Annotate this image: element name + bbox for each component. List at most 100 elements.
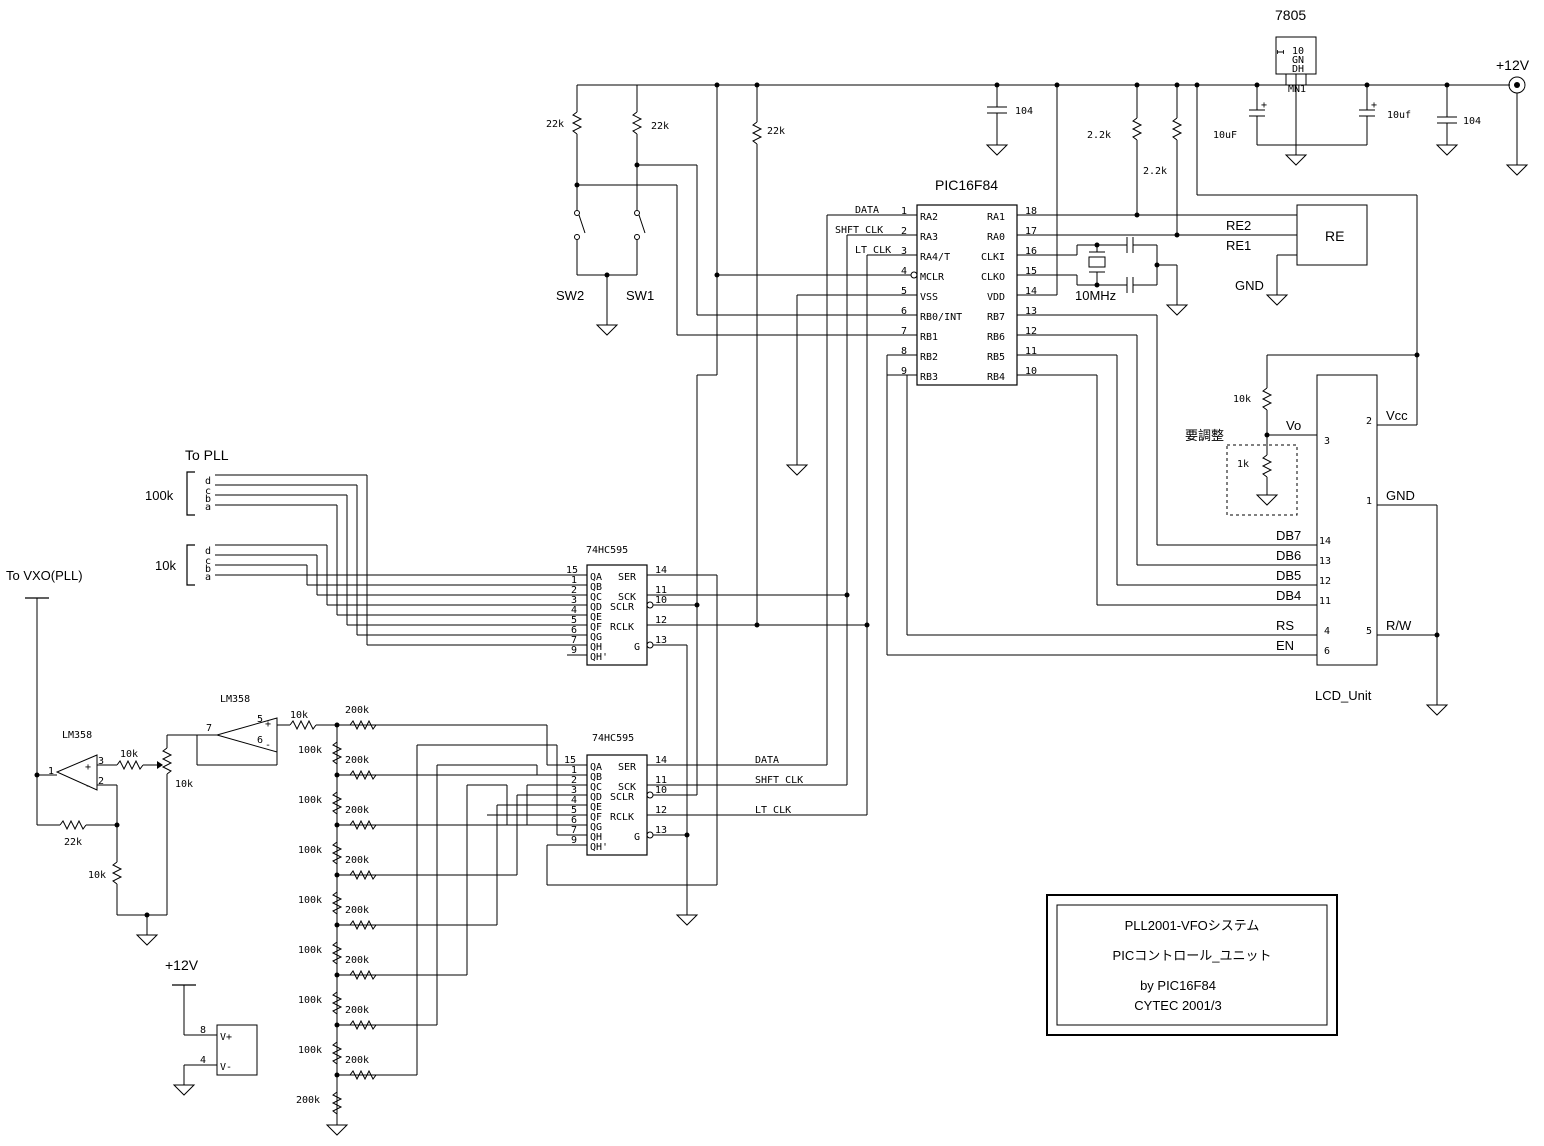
svg-text:QB: QB	[590, 772, 602, 783]
opamp-buffer: LM358 + - 5 6 7 10k	[167, 694, 337, 766]
svg-text:RE: RE	[1325, 228, 1344, 244]
svg-text:V+: V+	[220, 1032, 232, 1043]
crystal-10mhz: 10MHz	[1047, 237, 1189, 316]
title-line-3: by PIC16F84	[1140, 978, 1216, 993]
svg-text:a: a	[205, 572, 211, 583]
svg-text:10: 10	[655, 785, 667, 796]
svg-text:要調整: 要調整	[1185, 428, 1224, 443]
svg-text:4: 4	[1324, 626, 1330, 637]
svg-text:RE1: RE1	[1226, 238, 1251, 253]
svg-text:EN: EN	[1276, 638, 1294, 653]
svg-text:QG: QG	[590, 822, 602, 833]
svg-text:b: b	[205, 494, 211, 505]
svg-text:10: 10	[1025, 366, 1037, 377]
svg-text:8: 8	[901, 346, 907, 357]
svg-text:MN1: MN1	[1288, 84, 1306, 95]
svg-text:5: 5	[571, 805, 577, 816]
svg-text:100k: 100k	[298, 945, 322, 956]
svg-text:RCLK: RCLK	[610, 622, 634, 633]
svg-text:RB0/INT: RB0/INT	[920, 312, 962, 323]
svg-text:RB2: RB2	[920, 352, 938, 363]
svg-text:10MHz: 10MHz	[1075, 288, 1116, 303]
svg-text:200k: 200k	[345, 1005, 369, 1016]
svg-text:3: 3	[98, 756, 104, 767]
opamp-power: +12V V+ V- 8 4	[165, 957, 258, 1096]
svg-text:RB4: RB4	[987, 372, 1005, 383]
svg-text:12: 12	[1319, 576, 1331, 587]
svg-text:4: 4	[901, 266, 907, 277]
svg-text:V-: V-	[220, 1062, 232, 1073]
svg-text:SCK: SCK	[618, 592, 636, 603]
svg-text:QG: QG	[590, 632, 602, 643]
cap-10uf-right: + 10uf	[1359, 85, 1411, 145]
svg-text:7805: 7805	[1275, 7, 1306, 23]
svg-text:15: 15	[566, 565, 578, 576]
svg-text:LCD_Unit: LCD_Unit	[1315, 688, 1372, 703]
svg-text:QA: QA	[590, 762, 602, 773]
svg-text:5: 5	[257, 714, 263, 725]
svg-text:17: 17	[1025, 226, 1037, 237]
svg-text:6: 6	[571, 815, 577, 826]
svg-text:7: 7	[901, 326, 907, 337]
ground-icon	[985, 144, 1009, 156]
svg-text:18: 18	[1025, 206, 1037, 217]
svg-text:74HC595: 74HC595	[592, 733, 634, 744]
cap-104-right: 104	[1435, 85, 1481, 156]
svg-text:200k: 200k	[345, 955, 369, 966]
svg-text:c: c	[205, 486, 211, 497]
svg-text:100k: 100k	[298, 795, 322, 806]
svg-text:13: 13	[1319, 556, 1331, 567]
svg-text:1k: 1k	[1237, 459, 1249, 470]
svg-text:12: 12	[1025, 326, 1037, 337]
svg-text:200k: 200k	[345, 905, 369, 916]
supply-label: +12V	[1496, 57, 1530, 73]
svg-text:RA4/T: RA4/T	[920, 252, 950, 263]
svg-text:3: 3	[1324, 436, 1330, 447]
svg-text:SHFT_CLK: SHFT_CLK	[755, 775, 803, 786]
svg-text:GND: GND	[1386, 488, 1415, 503]
svg-text:13: 13	[655, 635, 667, 646]
rotary-encoder: RE RE2 RE1 GND	[1226, 204, 1368, 306]
svg-text:a: a	[205, 502, 211, 513]
svg-text:16: 16	[1025, 246, 1037, 257]
svg-text:R/W: R/W	[1386, 618, 1412, 633]
svg-text:9: 9	[571, 835, 577, 846]
svg-text:RB7: RB7	[987, 312, 1005, 323]
svg-text:11: 11	[1319, 596, 1331, 607]
ground-icon	[1255, 494, 1279, 506]
svg-text:2.2k: 2.2k	[1143, 166, 1167, 177]
ground-icon	[172, 1084, 196, 1096]
svg-text:To PLL: To PLL	[185, 447, 229, 463]
svg-text:Vcc: Vcc	[1386, 408, 1408, 423]
svg-text:10uf: 10uf	[1387, 110, 1411, 121]
cap-104-pic: 104	[985, 85, 1033, 156]
svg-text:6: 6	[901, 306, 907, 317]
svg-text:12: 12	[655, 805, 667, 816]
svg-text:10: 10	[655, 595, 667, 606]
svg-text:QE: QE	[590, 802, 602, 813]
svg-text:11: 11	[655, 775, 667, 786]
title-line-4: CYTEC 2001/3	[1134, 998, 1221, 1013]
svg-text:22k: 22k	[546, 119, 564, 130]
ground-icon	[1435, 144, 1459, 156]
svg-text:14: 14	[655, 565, 667, 576]
svg-text:DATA: DATA	[855, 205, 879, 216]
svg-text:4: 4	[571, 795, 577, 806]
pll-connectors: To PLL 100k d c b a 10k d c b a	[145, 447, 368, 645]
svg-text:5: 5	[901, 286, 907, 297]
svg-text:SHFT_CLK: SHFT_CLK	[835, 225, 883, 236]
svg-text:200k: 200k	[296, 1095, 320, 1106]
svg-text:104: 104	[1463, 116, 1481, 127]
svg-text:RA2: RA2	[920, 212, 938, 223]
svg-text:MCLR: MCLR	[920, 272, 945, 283]
svg-text:b: b	[205, 564, 211, 575]
svg-text:QF: QF	[590, 812, 602, 823]
svg-text:QH: QH	[590, 832, 602, 843]
svg-text:QF: QF	[590, 622, 602, 633]
cap-10uf-left: + 10uF	[1213, 85, 1367, 146]
svg-text:4: 4	[571, 605, 577, 616]
shift-register-upper: 74HC595 15 1 2 3 4 5 6 7 9 QA QB QC QD Q…	[297, 545, 867, 915]
svg-text:+: +	[85, 762, 91, 773]
svg-text:QE: QE	[590, 612, 602, 623]
svg-text:22k: 22k	[64, 837, 82, 848]
